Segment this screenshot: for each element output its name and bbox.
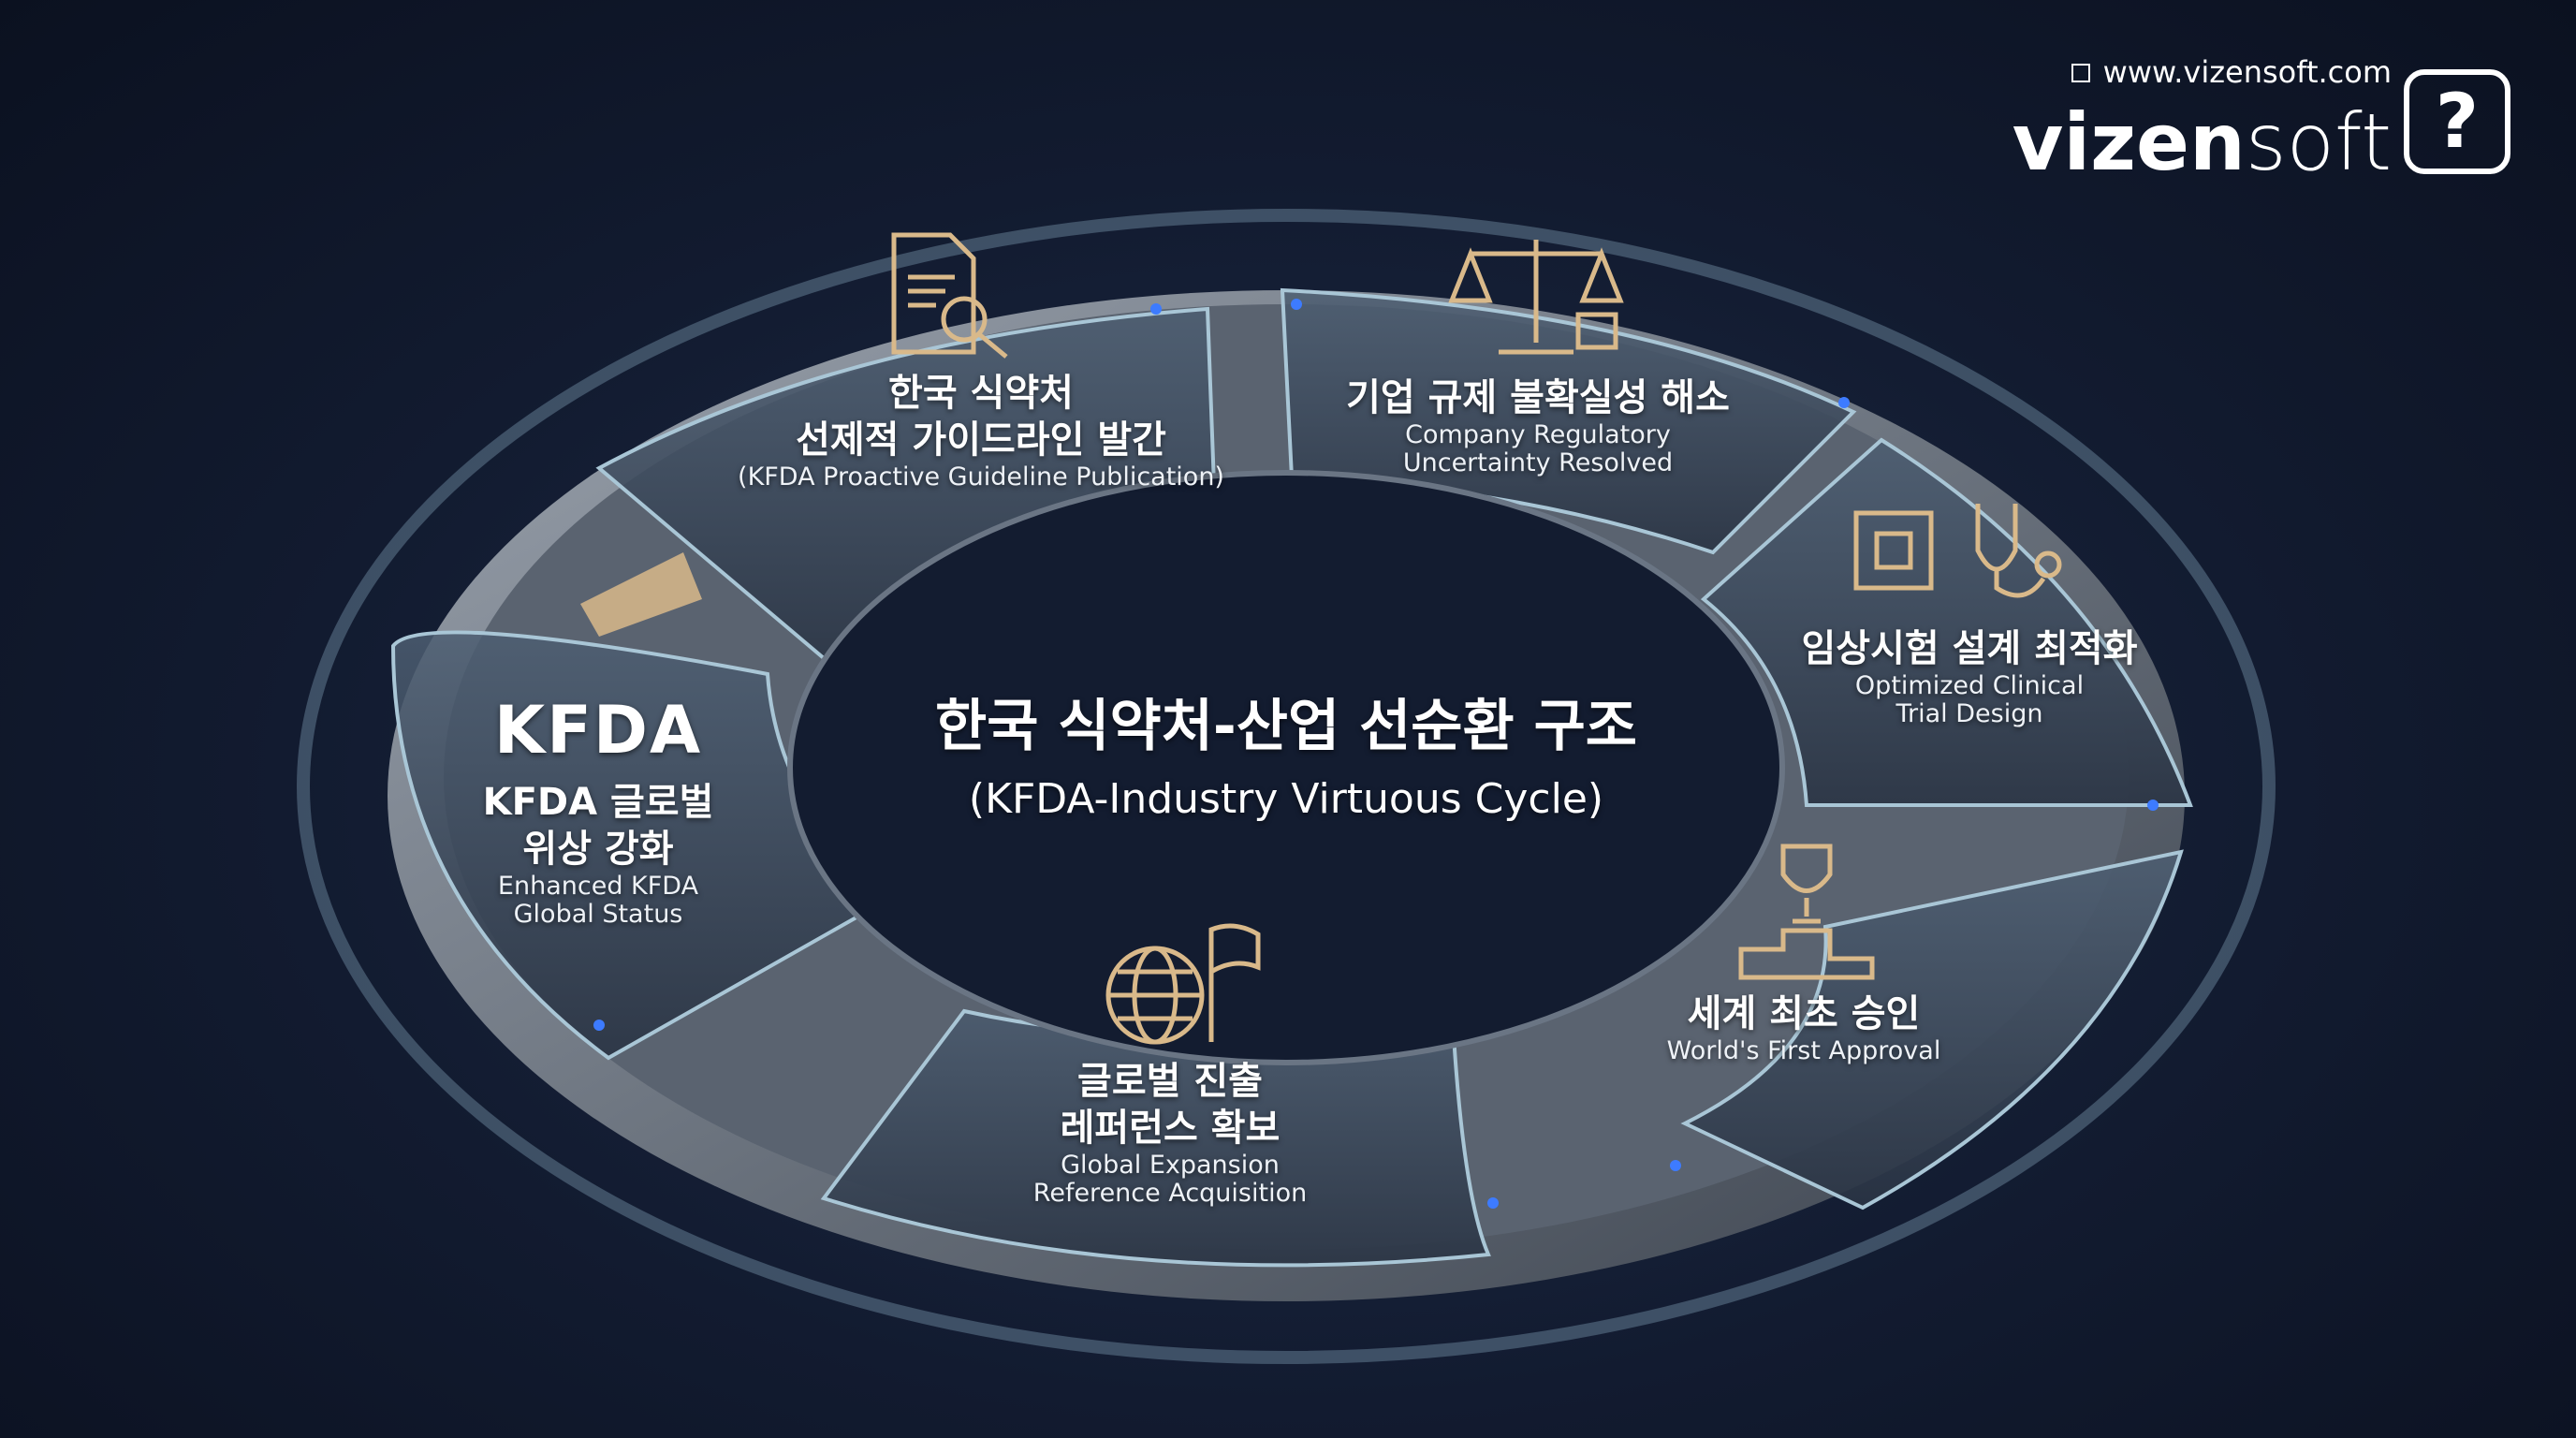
document-search-icon [891,232,1008,359]
checkbox-icon [2071,64,2090,82]
kfda-logo: KFDA [493,692,703,769]
brand-name-bold: vizen [2012,96,2246,188]
chip-stethoscope-icon [1853,504,2062,598]
brand-logo: vizensoft [2012,97,2392,187]
center-subtitle: (KFDA-Industry Virtuous Cycle) [968,775,1604,823]
question-bubble-icon: ? [2404,69,2510,174]
brand-name-light: soft [2245,96,2392,188]
globe-flag-icon [1105,923,1261,1045]
arrow-icon [580,552,702,637]
website-url[interactable]: www.vizensoft.com [2071,54,2392,90]
trophy-podium-icon [1738,844,1875,980]
center-title: 한국 식약처-산업 선순환 구조 [935,694,1637,759]
scales-lock-icon [1448,240,1624,355]
